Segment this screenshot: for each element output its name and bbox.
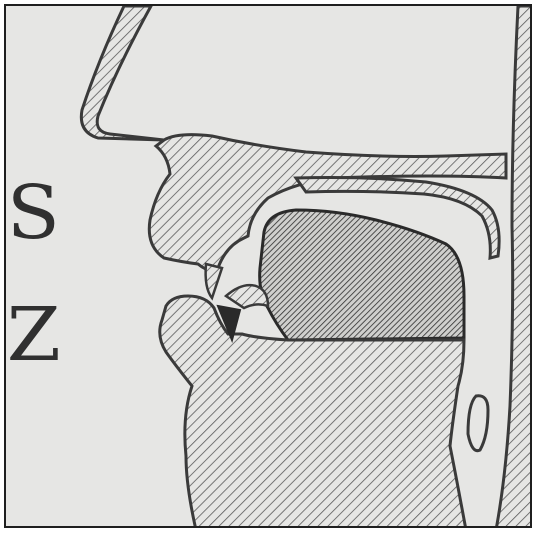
epiglottis [468,396,488,451]
label-s: S [7,176,60,250]
label-z: Z [7,298,61,372]
vocal-tract-diagram [6,6,532,528]
figure-frame: S Z [4,4,532,528]
